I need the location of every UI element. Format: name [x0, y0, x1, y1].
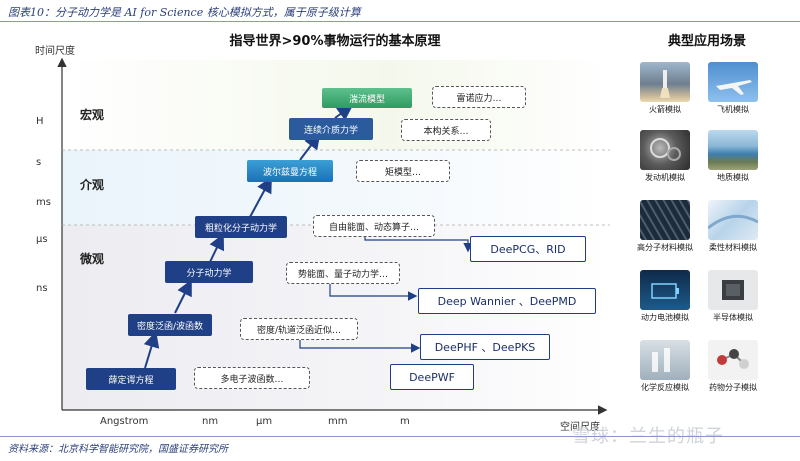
flexible-material-image: [708, 200, 758, 240]
app-caption: 半导体模拟: [713, 313, 753, 322]
y-tick: ns: [36, 283, 48, 294]
watermark: 雪球：兰生的瓶子: [572, 426, 724, 447]
app-caption: 地质模拟: [717, 173, 749, 182]
scale-label-micro: 微观: [80, 252, 105, 266]
engine-image: [640, 130, 690, 170]
y-axis-title: 时间尺度: [35, 46, 75, 57]
battery-image: [640, 270, 690, 310]
x-axis-title: 空间尺度: [560, 422, 600, 433]
x-tick: Angstrom: [100, 416, 149, 427]
approx-free-energy: 自由能面、动态算子…: [313, 215, 435, 237]
polymer-image: [640, 200, 690, 240]
airplane-image: [708, 62, 758, 102]
method-molecular-dynamics: 分子动力学: [165, 261, 253, 283]
ai-model-deephf-deepks: DeePHF 、DeePKS: [420, 334, 550, 360]
app-caption: 发动机模拟: [645, 173, 685, 182]
x-tick: μm: [256, 416, 273, 427]
method-boltzmann: 波尔兹曼方程: [247, 160, 333, 182]
x-tick: nm: [202, 416, 219, 427]
figure-title: 图表10：分子动力学是 AI for Science 核心模拟方式，属于原子级计…: [8, 6, 361, 19]
y-tick: s: [36, 157, 42, 168]
diagram-title: 指导世界>90%事物运行的基本原理: [229, 34, 441, 49]
header-divider: [0, 21, 800, 22]
scale-label-meso: 介观: [80, 178, 105, 192]
ai-model-deepwf: DeePWF: [390, 364, 474, 390]
app-caption: 动力电池模拟: [641, 313, 689, 322]
approx-constitutive: 本构关系…: [401, 119, 491, 141]
app-caption: 飞机模拟: [717, 105, 749, 114]
approx-density-orbital: 密度/轨道泛函近似…: [240, 318, 358, 340]
footer-divider: [0, 436, 800, 437]
method-schrodinger: 薛定谔方程: [86, 368, 176, 390]
approx-potential-energy: 势能面、量子动力学…: [286, 262, 400, 284]
chemistry-lab-image: [640, 340, 690, 380]
approx-moment-model: 矩模型…: [356, 160, 450, 182]
y-tick: μs: [36, 234, 48, 245]
ai-model-deepwannier-deepmd: Deep Wannier 、DeePMD: [418, 288, 596, 314]
app-caption: 火箭模拟: [649, 105, 681, 114]
approx-many-electron: 多电子波函数…: [194, 367, 310, 389]
method-continuum-mechanics: 连续介质力学: [289, 118, 373, 140]
source-note: 资料来源：北京科学智能研究院，国盛证券研究所: [8, 444, 228, 455]
app-caption: 化学反应模拟: [641, 383, 689, 392]
ai-model-deepcg-rid: DeePCG、RID: [470, 236, 586, 262]
app-caption: 高分子材料模拟: [637, 243, 693, 252]
scale-label-macro: 宏观: [80, 108, 105, 122]
applications-title: 典型应用场景: [667, 34, 746, 49]
rocket-image: [640, 62, 690, 102]
method-dft: 密度泛函/波函数: [128, 314, 212, 336]
app-caption: 柔性材料模拟: [709, 243, 757, 252]
method-coarse-grained-md: 粗粒化分子动力学: [195, 216, 287, 238]
meso-band: [62, 150, 610, 225]
x-tick: m: [400, 416, 410, 427]
x-tick: mm: [328, 416, 348, 427]
y-tick: ms: [36, 197, 51, 208]
app-caption: 药物分子模拟: [709, 383, 757, 392]
drug-molecule-image: [708, 340, 758, 380]
geology-image: [708, 130, 758, 170]
semiconductor-image: [708, 270, 758, 310]
approx-reynolds-stress: 雷诺应力…: [432, 86, 526, 108]
method-turbulence: 湍流模型: [322, 88, 412, 108]
y-tick: H: [36, 116, 44, 127]
